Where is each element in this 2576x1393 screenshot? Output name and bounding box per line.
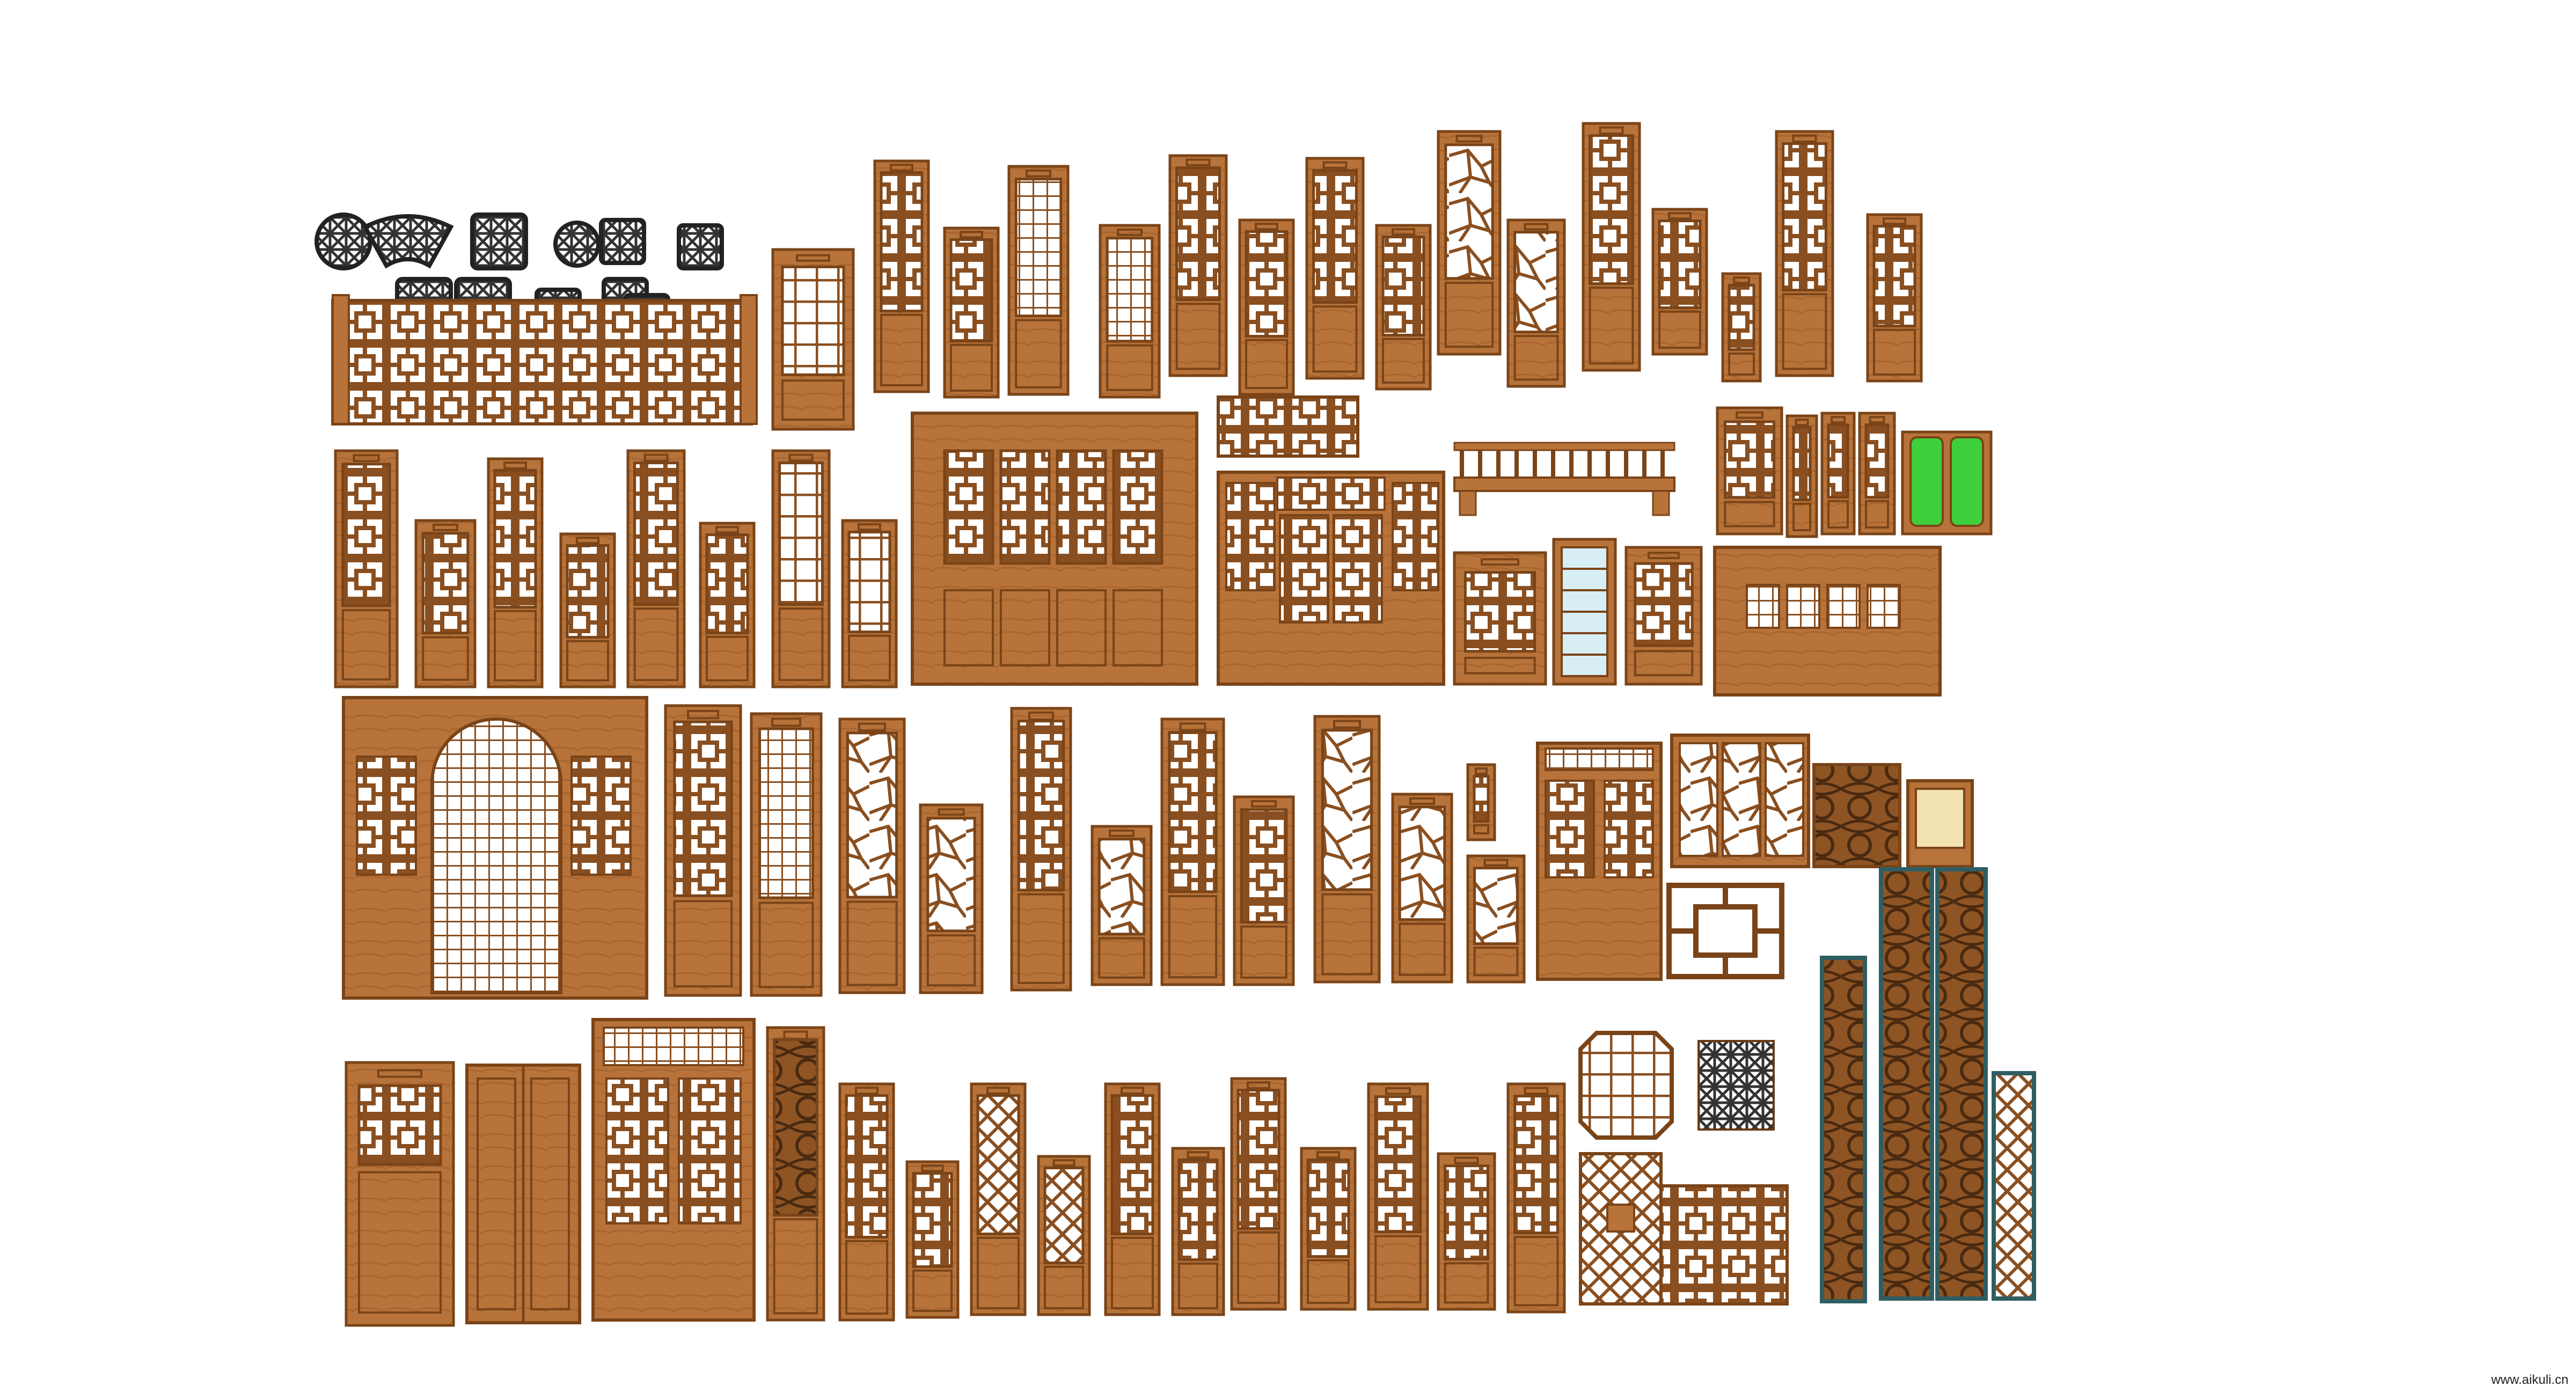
lattice-door-icon [771, 449, 831, 688]
lattice-door-icon [414, 519, 477, 688]
round-lattice-window-icon [314, 212, 372, 270]
lattice-door-icon [1466, 854, 1526, 984]
lattice-door-icon [1437, 130, 1502, 356]
lattice-door-icon [1007, 165, 1070, 396]
lattice-door-icon [1453, 551, 1547, 686]
lattice-door-icon [838, 717, 906, 994]
lattice-door-icon [1160, 717, 1225, 986]
lattice-door-icon [487, 457, 544, 688]
lattice-door-icon [1775, 130, 1834, 377]
wood-door-icon [465, 1064, 581, 1324]
lattice-door-icon [1037, 1155, 1091, 1316]
lattice-door-icon [873, 159, 930, 393]
lattice-door-icon [943, 226, 1000, 399]
screen-partition-icon [1713, 546, 1942, 696]
lattice-door-icon [1721, 272, 1762, 383]
carved-column-panel-icon [1992, 1071, 2036, 1301]
lattice-door-icon [1506, 218, 1566, 388]
lattice-door-icon [1820, 412, 1856, 536]
screen-partition-icon [1536, 742, 1663, 981]
lattice-door-icon [1104, 1082, 1161, 1316]
round-lattice-window-icon [553, 221, 601, 268]
carved-column-panel-icon [1820, 956, 1867, 1303]
lattice-door-icon [1391, 793, 1453, 984]
lattice-door-icon [699, 522, 756, 688]
lattice-door-icon [970, 1082, 1027, 1316]
carved-panel-icon [1812, 763, 1974, 868]
lattice-door-icon [1230, 1077, 1287, 1311]
lattice-door-icon [841, 519, 898, 688]
lattice-door-icon [1624, 546, 1703, 686]
carved-column-panel-icon [1935, 867, 1988, 1301]
square-lattice-window-icon [470, 212, 528, 270]
lattice-door-icon [1466, 763, 1496, 841]
lattice-door-icon [1437, 1152, 1496, 1311]
lattice-door-icon [1866, 213, 1923, 383]
lattice-door-icon [334, 449, 399, 688]
lattice-door-icon [1506, 1082, 1566, 1314]
lattice-ornament-icon [1666, 883, 1784, 979]
carved-column-panel-icon [1879, 867, 1934, 1301]
lattice-door-icon [919, 803, 984, 994]
bench-icon [1453, 442, 1675, 516]
glass-door-icon [1901, 430, 1993, 536]
lattice-door-icon [1305, 157, 1365, 380]
square-lattice-window-icon [677, 223, 724, 270]
lattice-door-icon [771, 248, 855, 431]
lattice-door-icon [1651, 208, 1708, 356]
lattice-door-icon [559, 532, 616, 688]
lattice-door-icon [626, 449, 686, 688]
lattice-door-icon [1367, 1082, 1429, 1311]
lattice-transom-icon [1217, 395, 1359, 458]
lattice-door-icon [1171, 1147, 1225, 1316]
moon-gate-partition-icon [342, 696, 648, 1000]
octagonal-window-icon [1578, 1031, 1674, 1140]
lattice-door-icon [1168, 154, 1228, 377]
lattice-door-icon [1858, 412, 1896, 536]
fan-lattice-window-icon [362, 214, 454, 269]
lattice-door-icon [1375, 224, 1432, 391]
lattice-railing-icon [331, 294, 758, 426]
lattice-door-icon [345, 1061, 455, 1327]
screen-partition-icon [1217, 471, 1445, 686]
glass-door-icon [1552, 538, 1617, 686]
lattice-door-icon [766, 1026, 825, 1322]
lattice-door-icon [1010, 707, 1072, 992]
lattice-door-icon [1233, 795, 1295, 986]
square-lattice-window-icon [599, 218, 646, 265]
lattice-door-icon [838, 1082, 895, 1322]
lattice-door-icon [664, 704, 742, 997]
lattice-door-icon [1313, 715, 1381, 984]
lattice-door-icon [750, 712, 823, 997]
lattice-door-icon [1785, 414, 1818, 538]
lattice-door-icon [1582, 122, 1641, 372]
watermark-text: www.aikuli.cn [2491, 1373, 2568, 1387]
lattice-door-icon [1099, 224, 1161, 399]
lattice-door-icon [1716, 406, 1783, 536]
screen-partition-icon [1670, 734, 1810, 868]
screen-partition-icon [911, 412, 1198, 686]
lattice-door-icon [1091, 825, 1153, 986]
screen-partition-icon [591, 1018, 756, 1322]
lattice-door-icon [1238, 218, 1295, 396]
lattice-door-icon [905, 1160, 960, 1319]
lattice-door-icon [1300, 1147, 1357, 1311]
carved-panel-icon [1579, 1040, 1789, 1306]
